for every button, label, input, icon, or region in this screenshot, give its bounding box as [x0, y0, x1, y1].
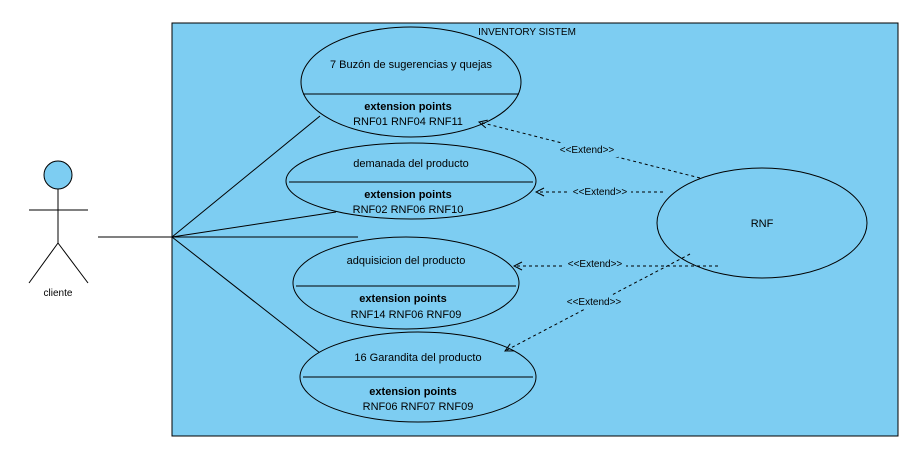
use-case-ellipse [292, 236, 520, 330]
use-case-title: adquisicion del producto [347, 255, 466, 267]
extend-label-bg [556, 143, 618, 157]
extend-arrow [479, 122, 701, 179]
actor-head [43, 160, 73, 190]
use-case-demanada[interactable]: demanada del producto extension points R… [285, 142, 537, 220]
use-case-garandita[interactable]: 16 Garandita del producto extension poin… [299, 331, 537, 423]
association-line [171, 211, 337, 238]
extension-points-label: extension points [359, 293, 446, 305]
actor-right-leg [57, 242, 89, 284]
extend-label-bg [563, 295, 625, 309]
rnf-label: RNF [751, 218, 774, 230]
extension-points-label: extension points [364, 189, 451, 201]
extension-points-label: extension points [369, 386, 456, 398]
association-line [171, 236, 321, 354]
use-case-ellipse [300, 26, 522, 138]
extend-label-bg [569, 185, 631, 199]
use-case-rnf[interactable]: RNF [656, 167, 868, 279]
extension-points-values: RNF02 RNF06 RNF10 [353, 204, 464, 216]
extension-points-values: RNF01 RNF04 RNF11 [353, 116, 463, 128]
extend-relationships: <<Extend>> <<Extend>> <<Extend>> <<Exten… [479, 122, 718, 351]
extend-label: <<Extend>> [567, 297, 622, 308]
use-case-adquisicion[interactable]: adquisicion del producto extension point… [292, 236, 520, 330]
associations [98, 115, 358, 354]
use-case-ellipse [285, 142, 537, 220]
rnf-ellipse [656, 167, 868, 279]
use-case-buzon[interactable]: 7 Buzón de sugerencias y quejas extensio… [300, 26, 522, 138]
extend-label: <<Extend>> [560, 145, 615, 156]
extension-points-values: RNF06 RNF07 RNF09 [363, 401, 474, 413]
actor-cliente[interactable]: cliente [28, 160, 89, 299]
actor-left-leg [28, 242, 59, 284]
extend-label: <<Extend>> [573, 187, 628, 198]
use-case-title: demanada del producto [353, 158, 469, 170]
association-line [171, 115, 321, 238]
use-case-title: 7 Buzón de sugerencias y quejas [330, 59, 493, 71]
extend-label-bg [564, 257, 626, 271]
system-title: INVENTORY SISTEM [478, 27, 576, 38]
use-case-title: 16 Garandita del producto [354, 352, 481, 364]
extension-points-values: RNF14 RNF06 RNF09 [351, 309, 462, 321]
actor-label: cliente [44, 288, 73, 299]
extend-label: <<Extend>> [568, 259, 623, 270]
extension-points-label: extension points [364, 101, 451, 113]
